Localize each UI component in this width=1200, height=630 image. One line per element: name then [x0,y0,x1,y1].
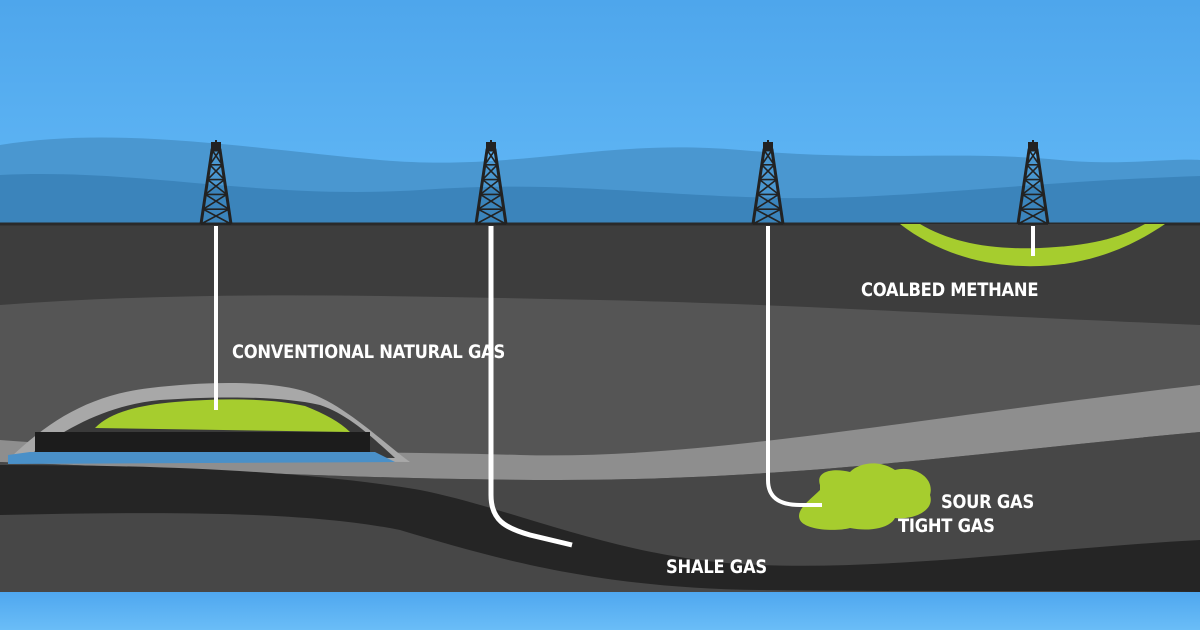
water-layer [8,452,395,464]
label-sour-gas: SOUR GAS [941,491,1034,513]
derrick-conventional-icon [199,140,233,225]
derrick-coalbed-icon [1016,140,1050,225]
conventional-gas-pocket [95,399,350,432]
shale-band [0,465,1200,592]
derrick-tight-icon [751,140,785,225]
label-tight-gas: TIGHT GAS [898,515,995,537]
oil-layer [35,432,370,452]
bottom-water-band [0,592,1200,630]
well-shale-horizontal [488,226,573,548]
well-tight-directional [766,226,822,507]
label-conventional-natural-gas: CONVENTIONAL NATURAL GAS [232,341,506,363]
label-coalbed-methane: COALBED METHANE [861,279,1039,301]
hills-front [0,173,1200,225]
derrick-shale-icon [474,140,508,225]
derricks-group [199,140,1050,225]
label-shale-gas: SHALE GAS [666,556,767,578]
tight-gas-pocket [799,463,931,530]
